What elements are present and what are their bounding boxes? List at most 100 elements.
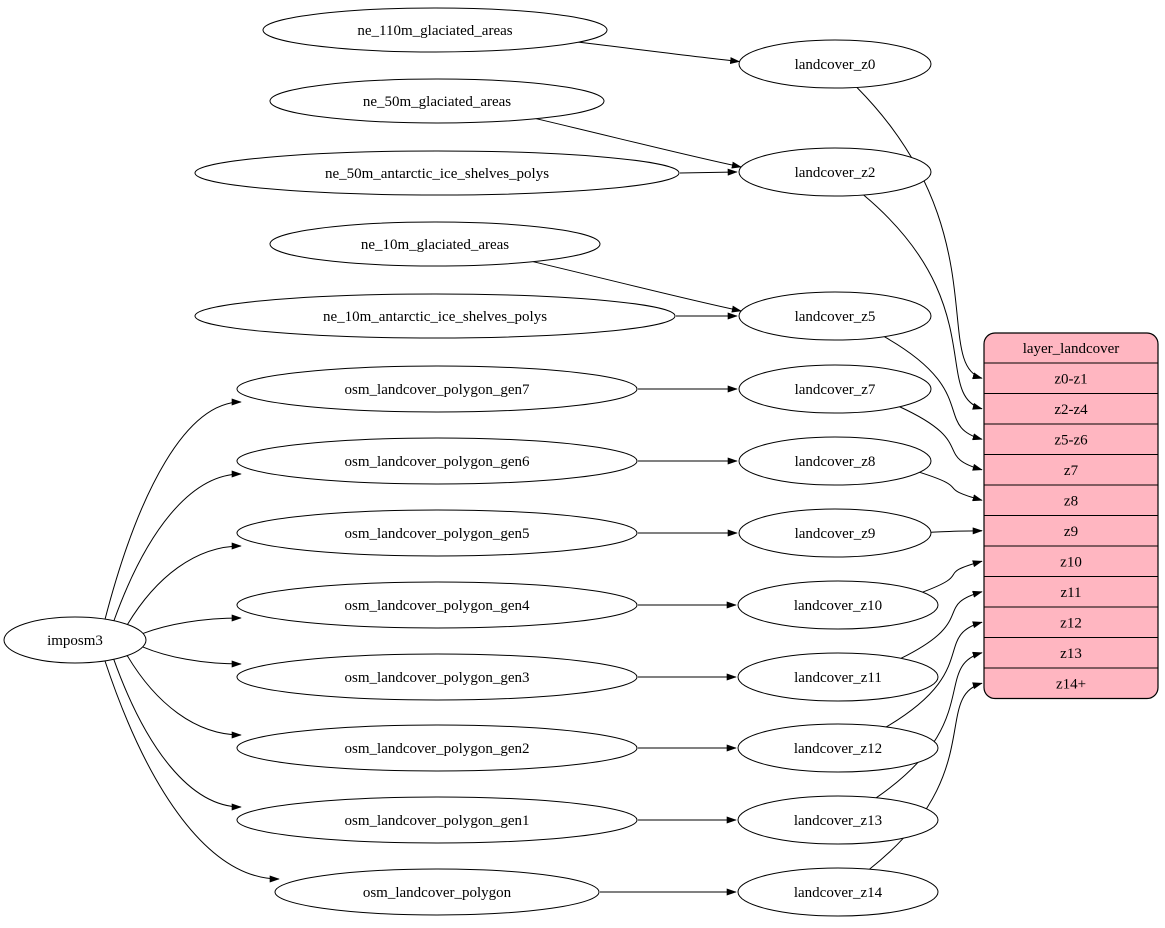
table-layer_landcover: layer_landcoverz0-z1z2-z4z5-z6z7z8z9z10z…: [983, 332, 1159, 700]
node-label-landcover_z8: landcover_z8: [795, 454, 876, 470]
edge-imposm3-to-osm_landcover_polygon_gen6: [113, 470, 242, 621]
node-label-osm_landcover_polygon_gen5: osm_landcover_polygon_gen5: [345, 526, 530, 542]
edge-imposm3-to-osm_landcover_polygon_gen5: [127, 542, 242, 625]
node-label-landcover_z10: landcover_z10: [794, 598, 882, 614]
node-ellipse-landcover_z7: [738, 364, 932, 414]
node-label-landcover_z11: landcover_z11: [794, 670, 882, 686]
table-row-label-z9: z9: [1064, 524, 1078, 540]
edge-imposm3-to-osm_landcover_polygon_gen2: [126, 655, 242, 739]
table-row-label-z14+: z14+: [1056, 676, 1086, 692]
node-ellipse-landcover_z5: [738, 291, 932, 341]
node-label-ne_10m_antarctic_ice_shelves_polys: ne_10m_antarctic_ice_shelves_polys: [323, 309, 547, 325]
table-row-label-z5-z6: z5-z6: [1054, 432, 1088, 448]
node-landcover_z14: landcover_z14: [737, 867, 939, 917]
table-row-label-z13: z13: [1060, 646, 1082, 662]
node-label-landcover_z14: landcover_z14: [794, 885, 883, 901]
node-label-osm_landcover_polygon_gen6: osm_landcover_polygon_gen6: [345, 454, 530, 470]
node-ne_50m_antarctic_ice_shelves_polys: ne_50m_antarctic_ice_shelves_polys: [194, 150, 680, 196]
node-ellipse-landcover_z14: [737, 867, 939, 917]
node-osm_landcover_polygon_gen3: osm_landcover_polygon_gen3: [236, 653, 638, 701]
node-landcover_z9: landcover_z9: [738, 508, 932, 558]
node-label-imposm3: imposm3: [47, 633, 103, 649]
edge-landcover_z7-to-layer_landcover-z7: [899, 406, 983, 471]
table-row-label-z7: z7: [1064, 463, 1079, 479]
edge-landcover_z2-to-layer_landcover-z2-z4: [863, 194, 983, 410]
table-row-label-z2-z4: z2-z4: [1054, 402, 1088, 418]
node-osm_landcover_polygon_gen5: osm_landcover_polygon_gen5: [236, 509, 638, 557]
node-landcover_z0: landcover_z0: [738, 39, 932, 89]
node-ellipse-osm_landcover_polygon: [274, 868, 600, 916]
node-label-osm_landcover_polygon_gen2: osm_landcover_polygon_gen2: [345, 741, 530, 757]
node-label-landcover_z0: landcover_z0: [795, 57, 876, 73]
node-label-osm_landcover_polygon_gen1: osm_landcover_polygon_gen1: [345, 813, 530, 829]
edge-landcover_z13-to-layer_landcover-z13: [875, 651, 983, 799]
node-ellipse-landcover_z0: [738, 39, 932, 89]
table-row-label-z8: z8: [1064, 493, 1078, 509]
node-ellipse-osm_landcover_polygon_gen4: [236, 581, 638, 629]
node-label-osm_landcover_polygon_gen7: osm_landcover_polygon_gen7: [345, 382, 530, 398]
node-landcover_z10: landcover_z10: [737, 580, 939, 630]
node-label-ne_110m_glaciated_areas: ne_110m_glaciated_areas: [357, 23, 512, 39]
node-ellipse-landcover_z2: [738, 147, 932, 197]
table-title: layer_landcover: [1023, 341, 1120, 357]
node-label-osm_landcover_polygon_gen3: osm_landcover_polygon_gen3: [345, 670, 530, 686]
node-ne_110m_glaciated_areas: ne_110m_glaciated_areas: [262, 7, 608, 53]
edge-landcover_z8-to-layer_landcover-z8: [919, 471, 983, 502]
table-row-label-z10: z10: [1060, 554, 1082, 570]
node-landcover_z2: landcover_z2: [738, 147, 932, 197]
table-row-label-z11: z11: [1060, 585, 1081, 601]
node-label-landcover_z2: landcover_z2: [795, 165, 876, 181]
node-label-landcover_z7: landcover_z7: [795, 382, 876, 398]
edge-landcover_z5-to-layer_landcover-z5-z6: [883, 336, 983, 441]
node-ellipse-osm_landcover_polygon_gen6: [236, 437, 638, 485]
edge-ne_110m_glaciated_areas-to-landcover_z0: [578, 41, 741, 65]
node-label-ne_50m_glaciated_areas: ne_50m_glaciated_areas: [363, 94, 511, 110]
edge-ne_50m_antarctic_ice_shelves_polys-to-landcover_z2: [679, 168, 738, 176]
node-ellipse-imposm3: [3, 616, 147, 664]
node-label-landcover_z12: landcover_z12: [794, 741, 882, 757]
node-label-ne_50m_antarctic_ice_shelves_polys: ne_50m_antarctic_ice_shelves_polys: [325, 166, 549, 182]
node-osm_landcover_polygon_gen1: osm_landcover_polygon_gen1: [236, 796, 638, 844]
edge-ne_10m_glaciated_areas-to-landcover_z5: [533, 261, 742, 313]
edge-landcover_z12-to-layer_landcover-z12: [885, 621, 983, 728]
node-imposm3: imposm3: [3, 616, 147, 664]
node-ne_10m_glaciated_areas: ne_10m_glaciated_areas: [269, 221, 601, 267]
node-ellipse-ne_110m_glaciated_areas: [262, 7, 608, 53]
edge-imposm3-to-osm_landcover_polygon_gen7: [104, 398, 242, 620]
node-osm_landcover_polygon_gen7: osm_landcover_polygon_gen7: [236, 365, 638, 413]
node-ne_10m_antarctic_ice_shelves_polys: ne_10m_antarctic_ice_shelves_polys: [194, 293, 676, 339]
node-osm_landcover_polygon_gen2: osm_landcover_polygon_gen2: [236, 724, 638, 772]
edge-landcover_z9-to-layer_landcover-z9: [930, 527, 983, 535]
node-landcover_z8: landcover_z8: [738, 436, 932, 486]
node-ellipse-landcover_z9: [738, 508, 932, 558]
node-osm_landcover_polygon_gen4: osm_landcover_polygon_gen4: [236, 581, 638, 629]
node-ellipse-ne_50m_antarctic_ice_shelves_polys: [194, 150, 680, 196]
node-ellipse-osm_landcover_polygon_gen2: [236, 724, 638, 772]
edge-ne_50m_glaciated_areas-to-landcover_z2: [536, 118, 742, 169]
node-landcover_z5: landcover_z5: [738, 291, 932, 341]
edge-landcover_z0-to-layer_landcover-z0-z1: [856, 87, 983, 380]
node-label-landcover_z13: landcover_z13: [794, 813, 882, 829]
node-ellipse-landcover_z8: [738, 436, 932, 486]
node-osm_landcover_polygon: osm_landcover_polygon: [274, 868, 600, 916]
node-landcover_z7: landcover_z7: [738, 364, 932, 414]
node-ellipse-landcover_z12: [737, 723, 939, 773]
node-ellipse-landcover_z13: [737, 795, 939, 845]
node-ne_50m_glaciated_areas: ne_50m_glaciated_areas: [269, 78, 605, 124]
node-label-osm_landcover_polygon_gen4: osm_landcover_polygon_gen4: [345, 598, 530, 614]
node-label-ne_10m_glaciated_areas: ne_10m_glaciated_areas: [361, 237, 509, 253]
node-label-landcover_z5: landcover_z5: [795, 309, 876, 325]
node-label-osm_landcover_polygon: osm_landcover_polygon: [363, 885, 512, 901]
node-ellipse-landcover_z11: [737, 652, 939, 702]
edge-imposm3-to-osm_landcover_polygon_gen3: [142, 646, 242, 668]
edges-layer: [104, 41, 983, 896]
node-ellipse-osm_landcover_polygon_gen7: [236, 365, 638, 413]
node-landcover_z11: landcover_z11: [737, 652, 939, 702]
edge-imposm3-to-osm_landcover_polygon_gen1: [113, 659, 242, 811]
node-ellipse-ne_10m_glaciated_areas: [269, 221, 601, 267]
node-landcover_z12: landcover_z12: [737, 723, 939, 773]
node-label-landcover_z9: landcover_z9: [795, 526, 876, 542]
node-ellipse-osm_landcover_polygon_gen3: [236, 653, 638, 701]
